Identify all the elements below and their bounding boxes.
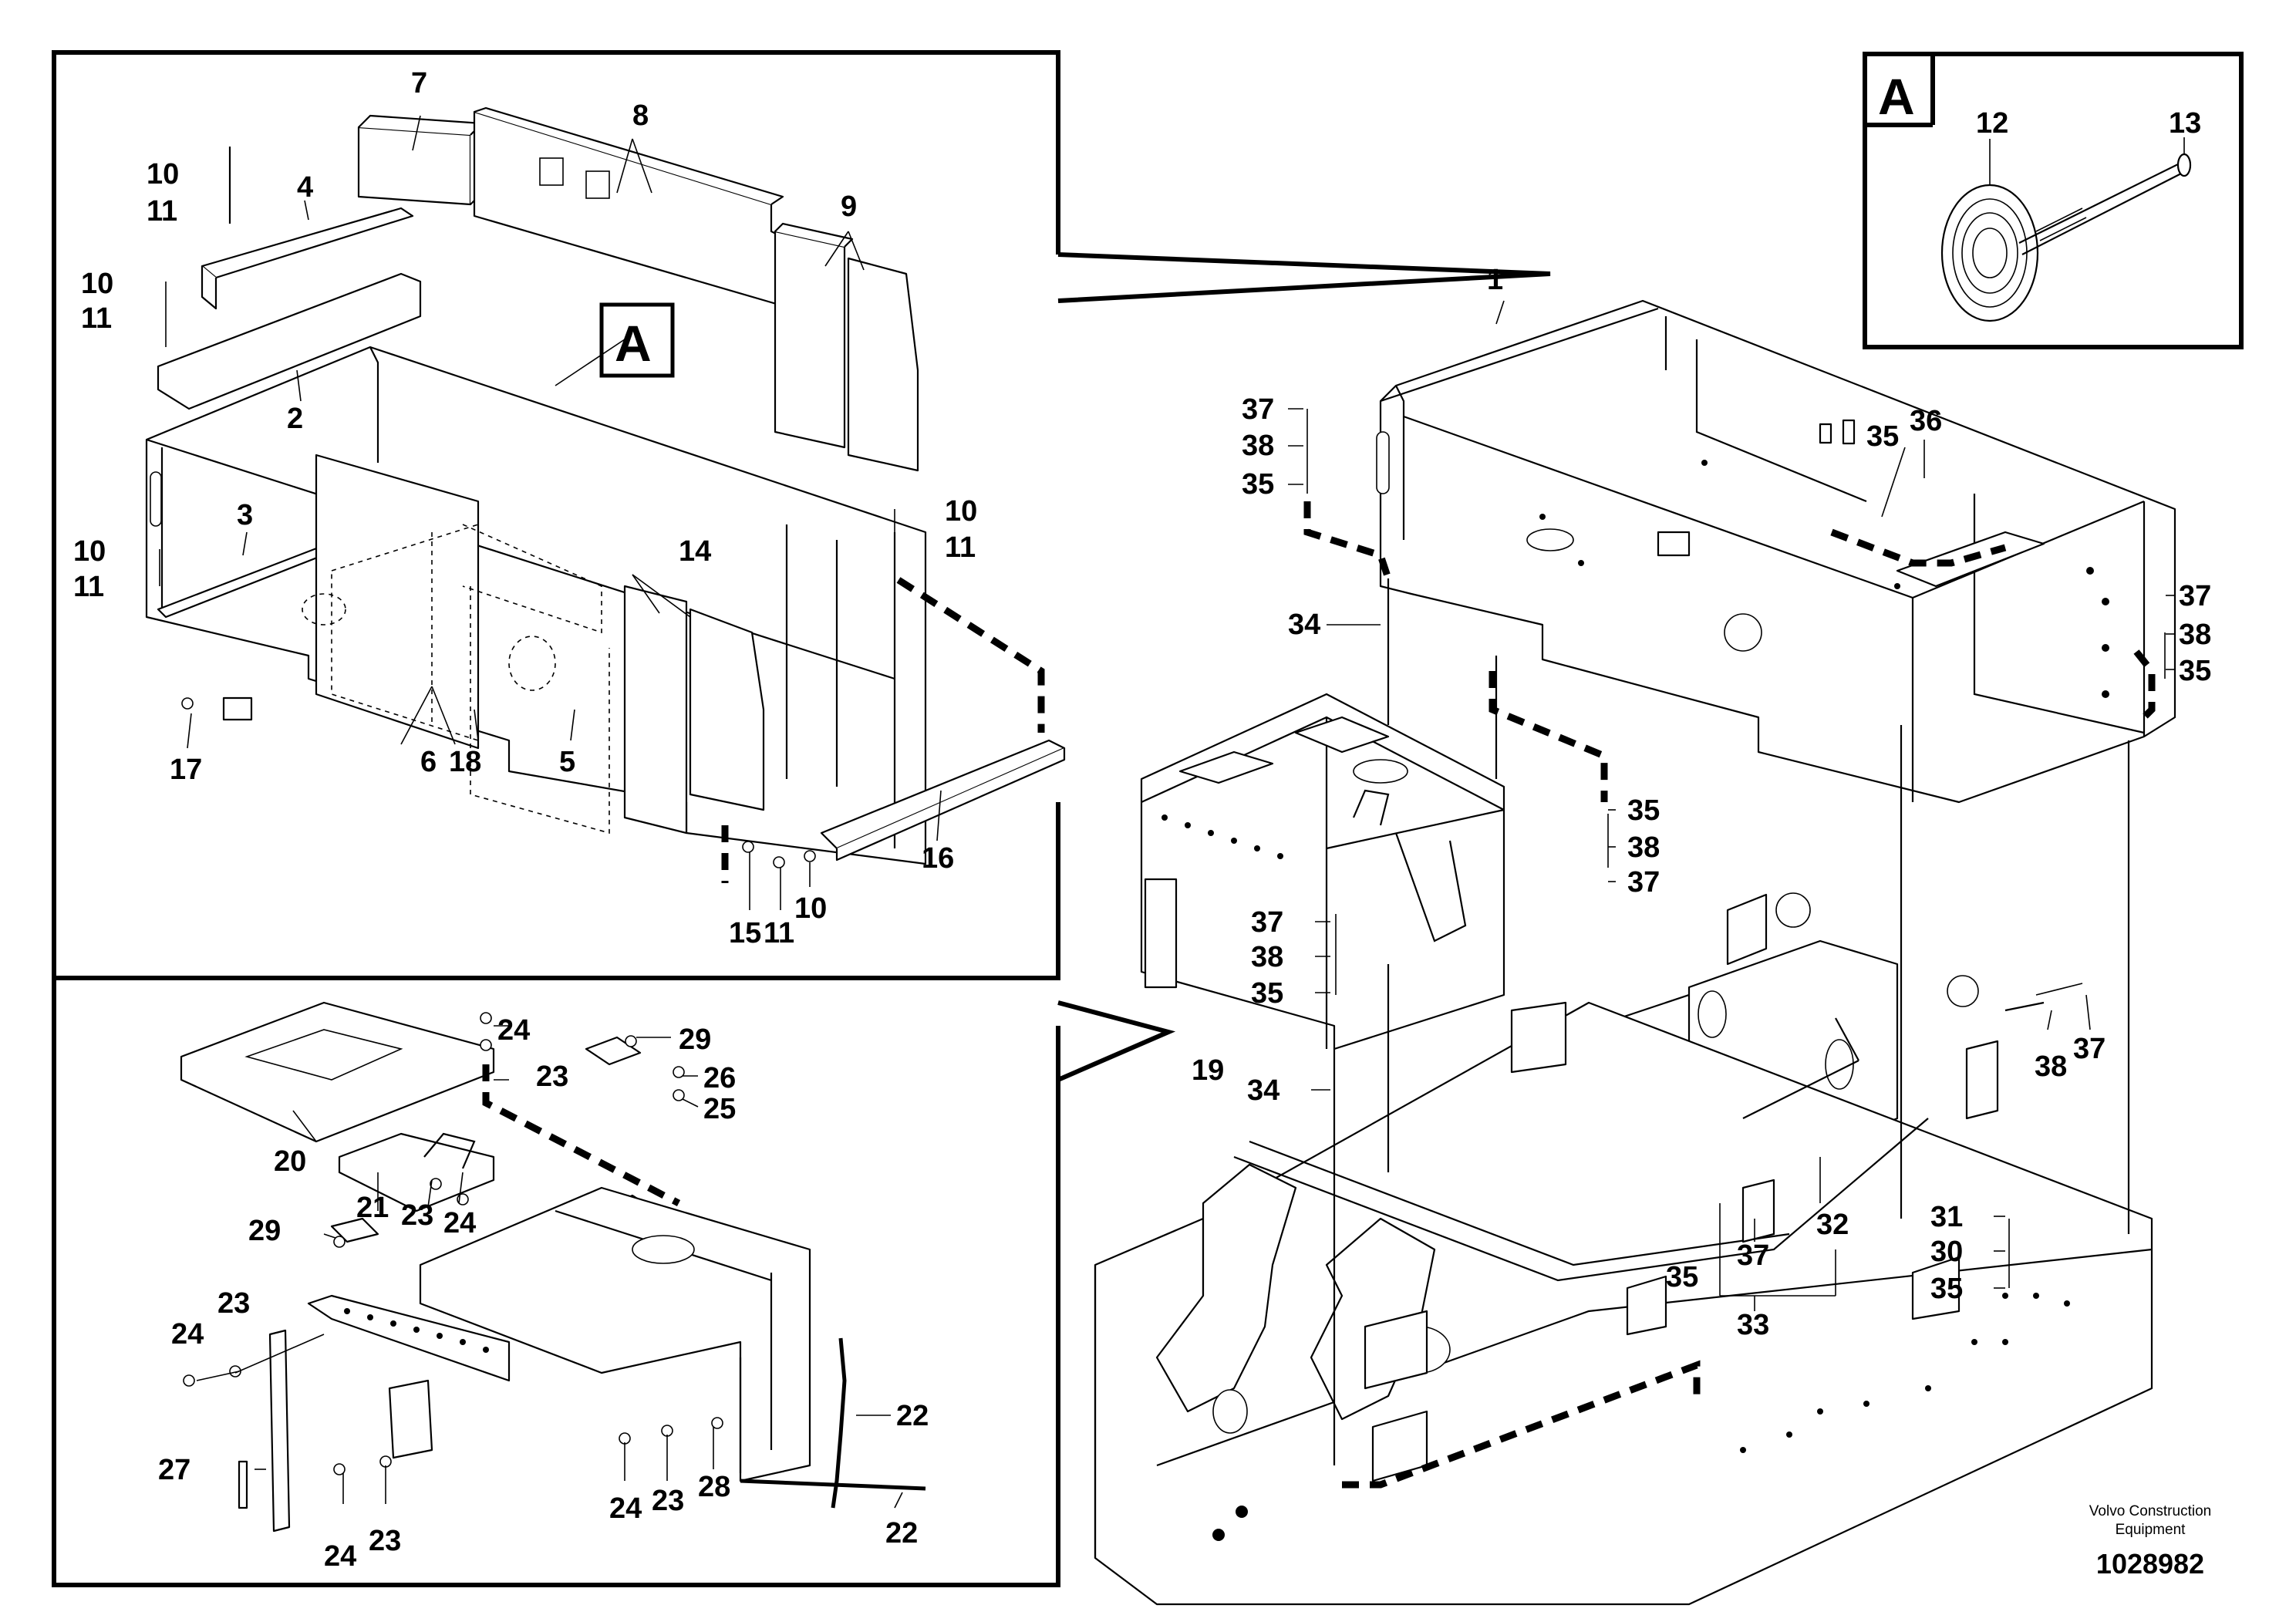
callout: 31 [1930,1201,1963,1233]
callout: 24 [609,1492,642,1525]
wedge-lower [1057,1000,1176,1082]
lower-left-drawing [180,1001,926,1533]
callout-labels: A 12 13 7 8 9 10 11 4 10 11 2 A 10 11 3 … [73,67,2211,1573]
callout: 5 [559,746,575,778]
callout: 37 [1251,906,1283,939]
callout: 30 [1930,1236,1963,1268]
callout: 36 [1910,405,1942,437]
callout: 23 [217,1287,250,1320]
callout: 1 [1487,264,1503,296]
callout: 4 [297,171,313,204]
callout: 38 [1627,831,1660,864]
callout: 18 [449,746,481,778]
company-name-line1: Volvo Construction [2089,1503,2211,1519]
view-frames [52,50,2244,1587]
callout: 35 [1251,977,1283,1010]
callout: 10 [81,268,113,300]
callout: 35 [1627,794,1660,827]
callout: 23 [652,1485,684,1517]
callout: 35 [1866,420,1899,453]
callout: 22 [896,1400,929,1432]
detail-a-frame [1863,52,2244,349]
callout: 24 [497,1014,530,1047]
callout: 26 [703,1062,736,1094]
callout: 37 [2073,1033,2106,1065]
footer: Volvo Construction Equipment 1028982 [2089,1503,2211,1580]
callout: 37 [2179,580,2211,612]
callout: 25 [703,1093,736,1125]
callout: 23 [401,1199,433,1232]
callout: 22 [885,1517,918,1549]
callout: 23 [369,1525,401,1557]
callout: 16 [922,842,954,875]
callout: 15 [729,917,761,949]
callout: 37 [1737,1239,1769,1272]
callout: 29 [679,1023,711,1056]
callout: 33 [1737,1309,1769,1341]
callout: 11 [764,917,794,949]
callout: 24 [171,1318,204,1351]
lower-left-frame [52,978,1060,1587]
callout: 21 [356,1192,389,1224]
callout: 35 [1930,1273,1963,1305]
callout: 24 [324,1540,356,1573]
callout: 12 [1976,107,2008,140]
callout: 11 [945,531,976,564]
callout: 27 [158,1454,190,1486]
callout: 32 [1816,1209,1849,1241]
callout: 2 [287,403,303,435]
callout: 29 [248,1215,281,1247]
detail-a-drawing [1940,137,2192,322]
callout: 38 [1251,941,1283,973]
callout: 3 [237,499,253,531]
callout: 10 [794,892,827,925]
detail-box-letter: A [1878,68,1915,125]
callout: 34 [1247,1074,1279,1107]
callout: 35 [1666,1261,1698,1293]
callout: 35 [2179,655,2211,687]
callout: 7 [411,67,427,99]
callout: 14 [679,535,711,568]
upper-left-frame [52,50,1060,980]
callout: 38 [2179,619,2211,651]
wedge-upper [1057,252,1551,303]
callout: 35 [1242,468,1274,501]
callout: 38 [2035,1050,2067,1083]
callout: 10 [147,158,179,191]
drawing-number: 1028982 [2096,1548,2204,1580]
right-drawing [1094,299,2176,1606]
company-name-line2: Equipment [2116,1522,2186,1538]
callout: 11 [147,195,177,228]
callout: 28 [698,1471,730,1503]
callout: 34 [1288,609,1320,641]
callout: 37 [1242,393,1274,426]
callout: 17 [170,754,202,786]
callout: 6 [420,746,437,778]
callout: 8 [632,99,649,132]
callout: 20 [274,1145,306,1178]
callout: 11 [73,571,104,603]
callout: 11 [81,302,112,335]
callout: 13 [2169,107,2201,140]
callout: 10 [73,535,106,568]
callout: 23 [536,1061,568,1093]
callout: 24 [443,1207,476,1239]
upper-left-drawing [145,106,1066,910]
callout: 38 [1242,430,1274,462]
callout: 9 [841,191,857,223]
callout: 19 [1192,1054,1224,1087]
callout: 37 [1627,866,1660,899]
callout: 10 [945,495,977,528]
callout-box-letter: A [615,315,652,372]
